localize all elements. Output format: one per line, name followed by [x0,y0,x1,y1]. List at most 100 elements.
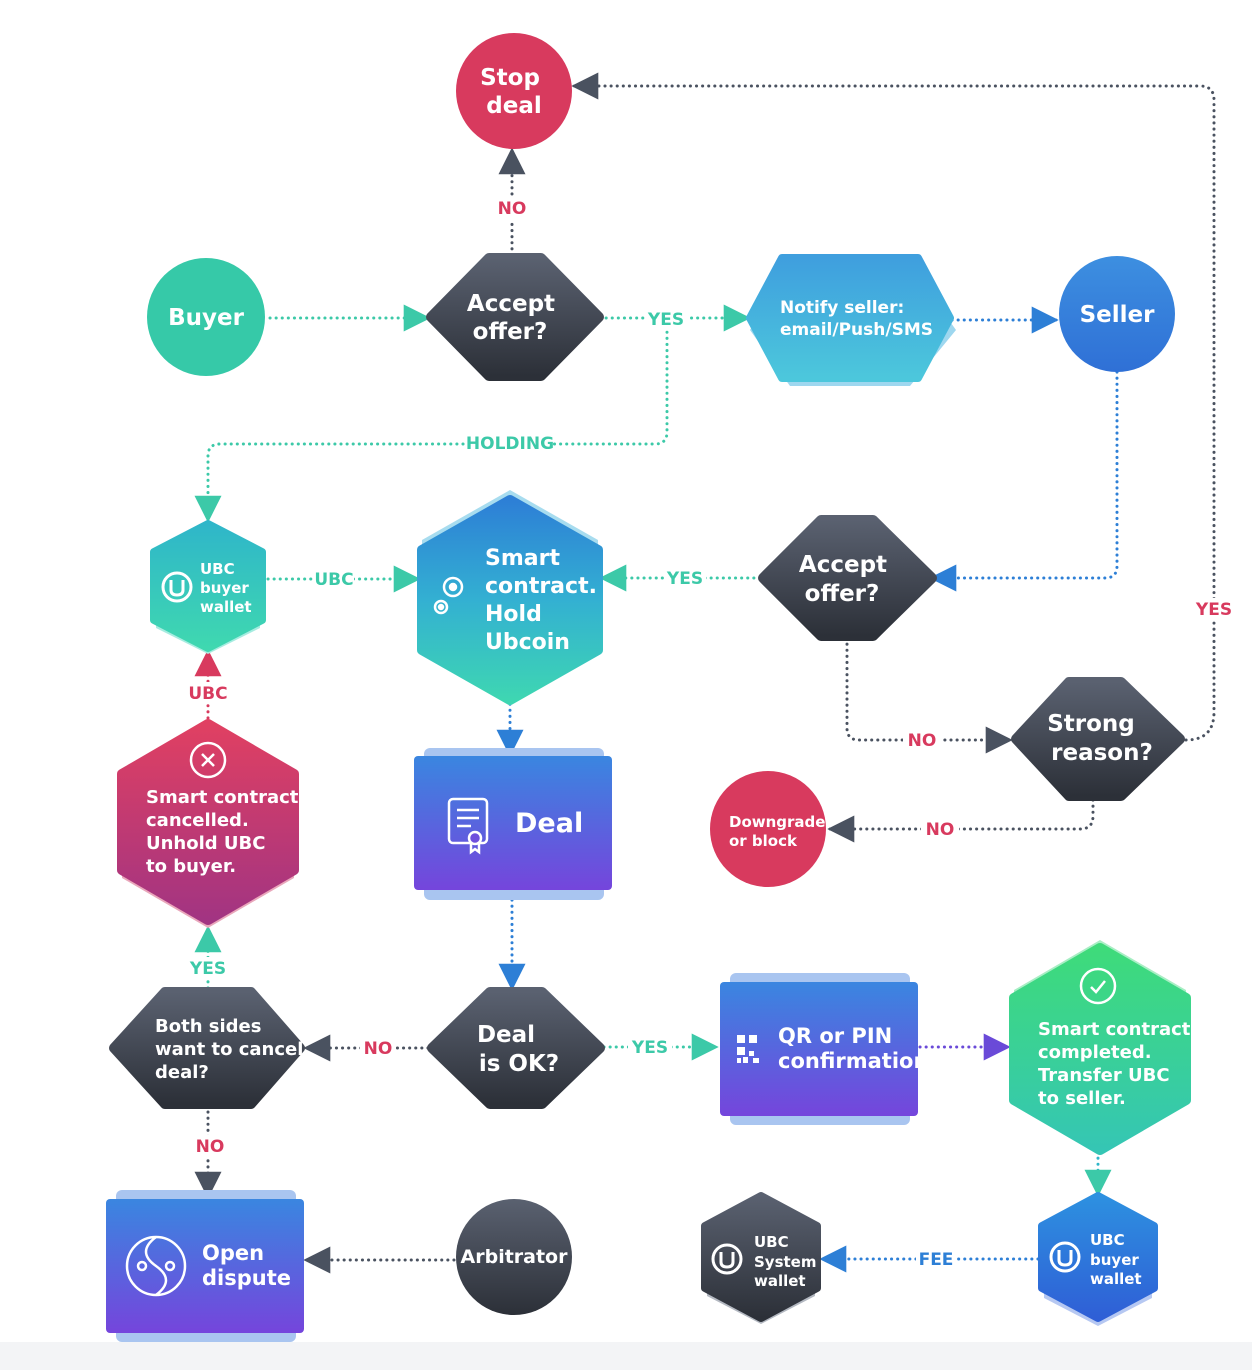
node-label: UBC [754,1233,789,1251]
ubcoin-icon [161,571,193,603]
node-label: Deal [477,1022,535,1048]
svg-text:QR or PIN confirmation: QR or PIN confirmation [778,1024,928,1073]
edge-label-ubc: UBC [314,570,353,590]
svg-text:UBC buyer wallet: UBC buyer wallet [200,560,254,616]
certificate-icon [447,797,489,855]
edge-label-no: NO [908,731,937,751]
node-label: Smart contract [146,787,299,808]
ubcoin-icon [1049,1241,1081,1273]
svg-text:Downgrade or block: Downgrade or block [729,813,831,850]
node-label: QR or PIN [778,1024,892,1048]
svg-text:Deal is OK?: Deal is OK? [477,1022,559,1077]
node-label: Transfer UBC [1038,1065,1170,1086]
node-label: email/Push/SMS [780,320,933,340]
node-seller: Seller [1059,256,1175,372]
node-label: wallet [754,1272,806,1290]
node-accept-offer-buyer: Accept offer? [426,253,604,381]
node-smart-contract-hold: Smart contract. Hold Ubcoin [417,490,605,705]
edge-strong-stop [571,72,1216,742]
node-both-sides-cancel: Both sides want to cancel deal? [109,987,310,1109]
edge-label-no: NO [926,820,955,840]
edge-strong-downgrade [827,798,1095,843]
edge-labels: NO YES HOLDING YES UBC YES NO NO UBC YES… [188,196,1234,1270]
node-label: buyer [200,579,249,597]
svg-text:Notify seller: email/Pus: Notify seller: email/Push/SMS [780,298,933,340]
node-label: Hold [485,602,542,627]
node-deal-ok: Deal is OK? [427,987,605,1109]
node-label: dispute [202,1266,291,1290]
node-label: wallet [1090,1270,1142,1288]
node-label: completed. [1038,1042,1152,1063]
edge-label-no: NO [498,199,527,219]
edge-seller-accept2 [929,370,1119,592]
edge-label-yes: YES [189,959,226,979]
node-strong-reason: Strong reason? [1011,677,1185,801]
node-notify-seller: Notify seller: email/Push/SMS [746,254,956,386]
node-label: Strong [1047,711,1135,737]
node-label: Open [202,1241,264,1265]
edge-label-yes: YES [1195,600,1232,620]
node-label: cancelled. [146,810,249,831]
edge-label-no: NO [364,1039,393,1059]
node-label: offer? [805,581,880,607]
node-label: contract. [485,574,597,599]
node-label: deal? [155,1062,209,1083]
node-label: Unhold UBC [146,833,265,854]
node-label: Stop [480,65,540,91]
node-label: confirmation [778,1049,928,1073]
cancel-x-icon [189,741,227,779]
node-label: Smart contract [1038,1019,1191,1040]
checkmark-icon [1079,967,1117,1005]
node-ubc-buyer-wallet: UBC buyer wallet [150,520,266,654]
qr-code-icon [737,1035,759,1063]
node-label: Arbitrator [461,1246,569,1268]
svg-text:UBC System wallet: UBC System wallet [754,1233,822,1290]
svg-text:Both sides want to cance: Both sides want to cancel deal? [155,1016,310,1083]
node-label: Buyer [168,305,244,331]
edge-label-fee: FEE [919,1250,954,1270]
node-smart-contract-completed: Smart contract completed. Transfer UBC t… [1009,940,1197,1155]
node-label: is OK? [479,1051,559,1077]
node-label: wallet [200,598,252,616]
svg-text:Accept offer?: Accept offer? [799,552,895,607]
svg-text:Open dispute: Open dispute [202,1241,291,1290]
node-label: Both sides [155,1016,261,1037]
node-label: offer? [473,319,548,345]
node-label: Smart [485,546,560,571]
node-label: Deal [515,808,583,839]
edge-label-yes: YES [666,569,703,589]
edge-label-holding: HOLDING [466,434,554,454]
node-label: Notify seller: [780,298,904,318]
node-stop-deal: Stop deal [456,33,572,149]
node-label: deal [486,93,541,119]
node-buyer: Buyer [147,258,265,376]
yin-yang-icon [125,1235,187,1297]
node-label: Accept [467,291,555,317]
node-label: System [754,1253,816,1271]
svg-text:Smart contract completed: Smart contract completed. Transfer UBC t… [1038,1019,1197,1109]
node-qr-pin: QR or PIN confirmation [720,973,928,1125]
node-ubc-system-wallet: UBC System wallet [701,1192,822,1324]
edge-label-no: NO [196,1137,225,1157]
node-label: reason? [1051,740,1153,766]
node-open-dispute: Open dispute [106,1190,304,1342]
ubcoin-icon [711,1243,743,1275]
edge-label-yes: YES [631,1038,668,1058]
node-deal: Deal [414,748,612,900]
node-label: buyer [1090,1251,1139,1269]
node-label: Seller [1080,302,1156,328]
node-label: to seller. [1038,1088,1126,1109]
node-accept-offer-seller: Accept offer? [758,515,937,641]
svg-text:Stop deal: Stop deal [480,65,548,119]
svg-text:Smart contract. Ho: Smart contract. Hold Ubcoin [485,546,605,655]
node-ubc-buyer-wallet-bottom: UBC buyer wallet [1038,1192,1158,1326]
node-label: Accept [799,552,887,578]
svg-text:UBC buyer wallet: UBC buyer wallet [1090,1231,1144,1288]
node-label: Downgrade [729,813,825,831]
edge-holding [194,318,669,523]
node-label: UBC [1090,1231,1125,1249]
gears-icon [433,576,464,615]
node-label: UBC [200,560,235,578]
node-downgrade: Downgrade or block [710,771,831,887]
